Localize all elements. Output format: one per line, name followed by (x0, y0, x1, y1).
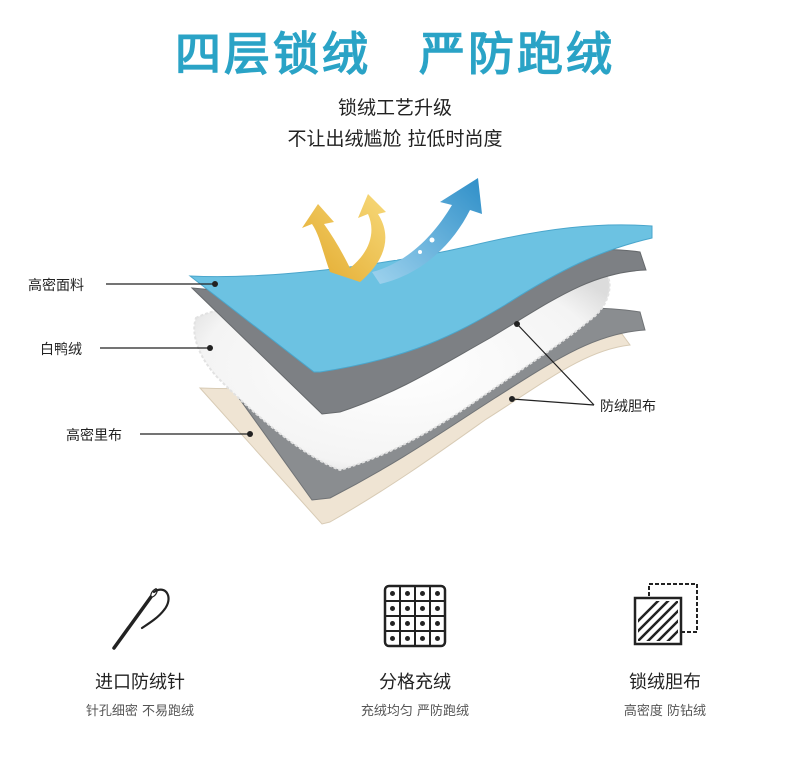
feature-description: 针孔细密 不易跑绒 (85, 704, 195, 719)
feature-grid-quilting: 分格充绒 充绒均匀 严防跑绒 (305, 578, 525, 719)
downproof-label: 防绒胆布 (600, 399, 656, 415)
water-droplet-icon (418, 250, 422, 254)
downproof-callout-line-upper (516, 323, 595, 406)
lining-label: 高密里布 (66, 428, 122, 444)
grid-quilting-icon (377, 578, 453, 654)
feature-title: 进口防绒针 (95, 672, 185, 693)
feature-description: 高密度 防钻绒 (623, 704, 707, 719)
callout-dot (509, 396, 515, 402)
water-droplet-icon (409, 229, 415, 235)
callout-dot (514, 321, 520, 327)
water-droplet-icon (429, 237, 435, 243)
downproof-callout-line-lower (511, 398, 595, 406)
subtitle-line-1: 锁绒工艺升级 (337, 97, 452, 119)
feature-title: 锁绒胆布 (629, 672, 701, 693)
water-droplet-icon (394, 256, 398, 260)
feature-fabric-layers: 锁绒胆布 高密度 防钻绒 (555, 578, 775, 719)
feature-needle: 进口防绒针 针孔细密 不易跑绒 (30, 578, 250, 719)
page-title: 四层锁绒严防跑绒 (0, 18, 790, 84)
callout-dot (212, 281, 218, 287)
down-label: 白鸭绒 (40, 342, 82, 358)
fabric-label: 高密面料 (28, 278, 84, 294)
water-droplet-icon (401, 243, 407, 249)
callout-dot (247, 431, 253, 437)
needle-icon (102, 578, 178, 654)
layer-diagram (100, 178, 653, 525)
subtitle-line-2: 不让出绒尴尬 拉低时尚度 (287, 128, 503, 150)
title-right: 严防跑绒 (419, 27, 615, 81)
feature-title: 分格充绒 (379, 672, 451, 693)
title-left: 四层锁绒 (175, 27, 371, 81)
fabric-layers-icon (627, 578, 703, 654)
callout-dot (207, 345, 213, 351)
feature-description: 充绒均匀 严防跑绒 (360, 704, 470, 719)
airflow-arrow-blue (372, 178, 482, 284)
moisture-arrow-yellow (302, 194, 386, 282)
